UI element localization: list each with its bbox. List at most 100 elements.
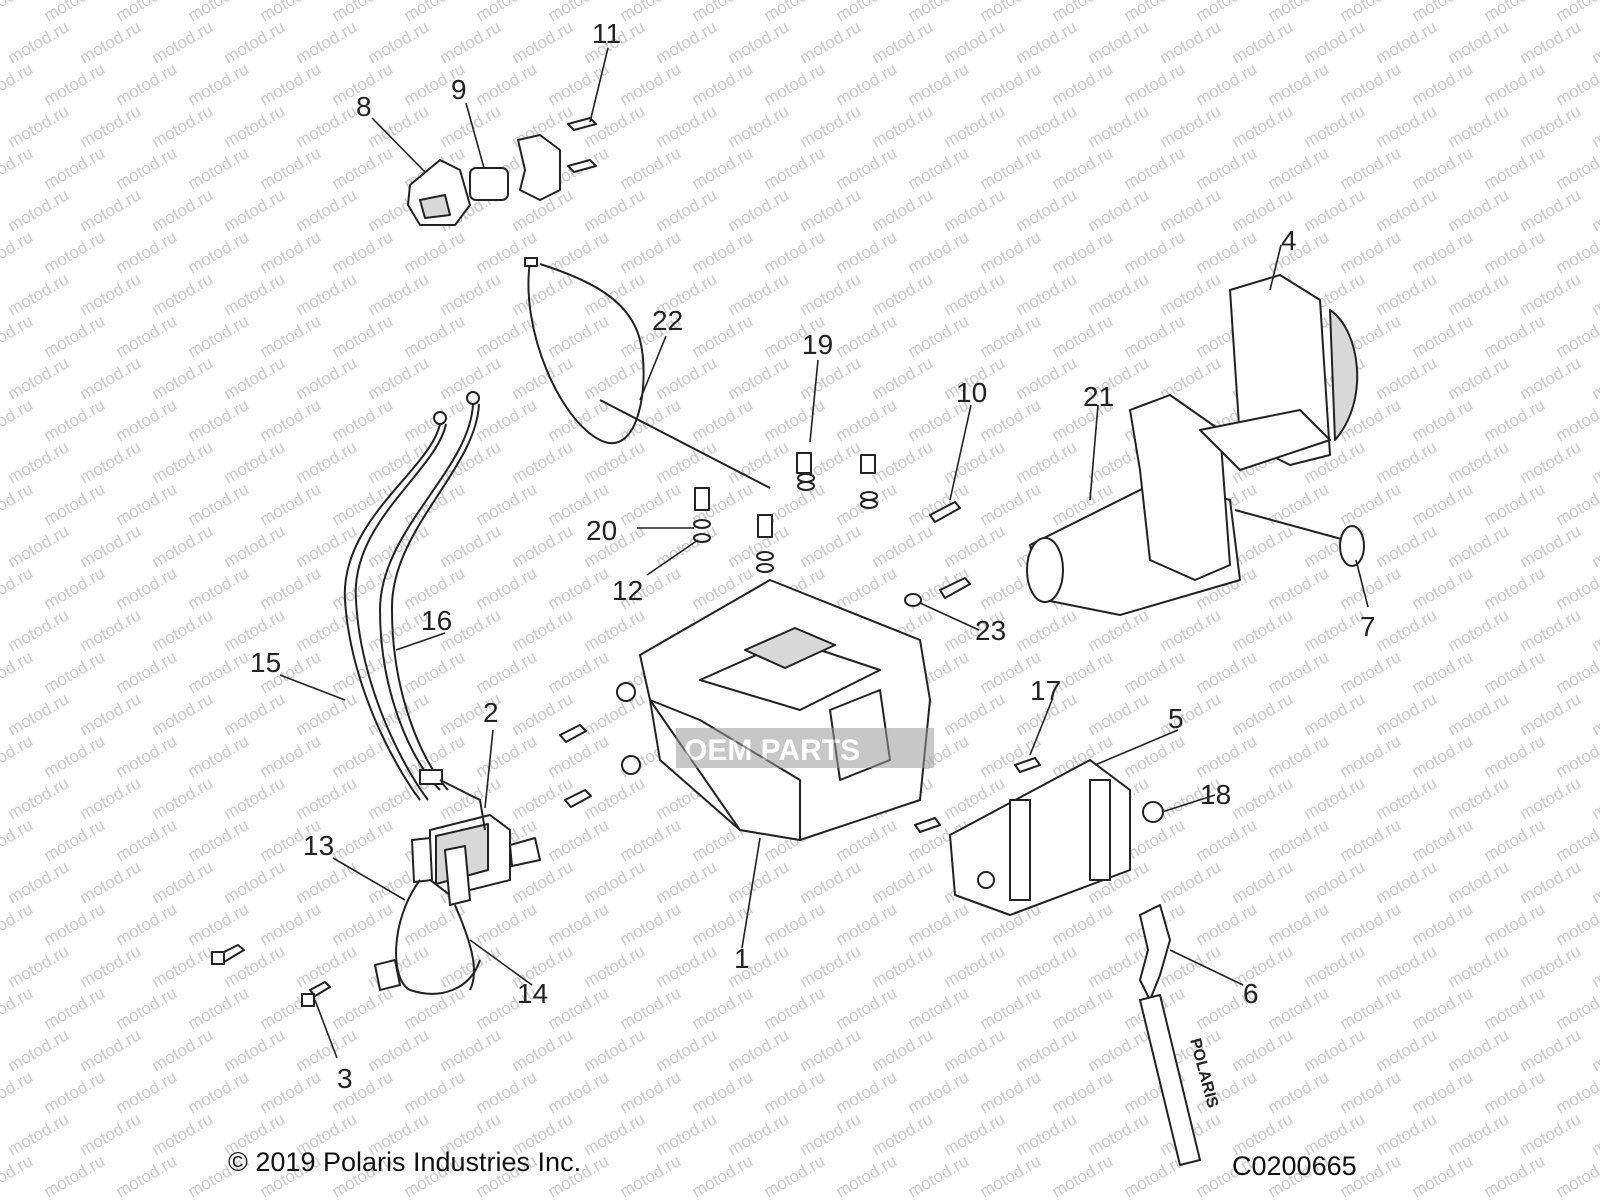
watermark-text: motod.ru [1553, 1067, 1600, 1117]
watermark-text: motod.ru [1445, 185, 1513, 235]
watermark-text: motod.ru [5, 185, 73, 235]
watermark-text: motod.ru [761, 143, 829, 193]
watermark-text: motod.ru [977, 0, 1045, 25]
watermark-text: motod.ru [329, 983, 397, 1033]
watermark-text: motod.ru [653, 101, 721, 151]
watermark-text: motod.ru [617, 227, 685, 277]
watermark-text: motod.ru [581, 689, 649, 739]
callout-9: 9 [451, 74, 467, 105]
contactor-part [374, 769, 541, 995]
callout-13: 13 [303, 830, 334, 861]
watermark-text: motod.ru [725, 101, 793, 151]
callout-20: 20 [586, 515, 617, 546]
watermark-text: motod.ru [257, 59, 325, 109]
roller-fairlead-part [949, 759, 1131, 916]
callout-labels: 1 2 3 4 5 6 7 8 9 10 11 12 13 14 15 16 1… [250, 18, 1376, 1094]
watermark-text: motod.ru [1409, 731, 1477, 781]
watermark-text: motod.ru [329, 143, 397, 193]
watermark-text: motod.ru [221, 353, 289, 403]
watermark-text: motod.ru [1445, 1025, 1513, 1075]
watermark-text: motod.ru [1445, 605, 1513, 655]
watermark-text: motod.ru [221, 437, 289, 487]
watermark-text: motod.ru [977, 731, 1045, 781]
watermark-text: motod.ru [1013, 437, 1081, 487]
watermark-text: motod.ru [1265, 647, 1333, 697]
watermark-text: motod.ru [1481, 563, 1549, 613]
watermark-text: motod.ru [41, 731, 109, 781]
watermark-text: motod.ru [1337, 563, 1405, 613]
watermark-text: motod.ru [1193, 731, 1261, 781]
watermark-text: motod.ru [1481, 59, 1549, 109]
watermark-text: motod.ru [509, 1025, 577, 1075]
watermark-text: motod.ru [437, 521, 505, 571]
watermark-text: motod.ru [653, 17, 721, 67]
watermark-text: motod.ru [725, 269, 793, 319]
watermark-text: motod.ru [1013, 185, 1081, 235]
watermark-text: motod.ru [1373, 269, 1441, 319]
watermark-text: motod.ru [221, 269, 289, 319]
watermark-text: motod.ru [545, 59, 613, 109]
watermark-text: motod.ru [41, 479, 109, 529]
watermark-text: motod.ru [1049, 227, 1117, 277]
watermark-text: motod.ru [581, 353, 649, 403]
watermark-text: motod.ru [1589, 1025, 1600, 1075]
watermark-text: motod.ru [1265, 563, 1333, 613]
watermark-text: motod.ru [329, 479, 397, 529]
watermark-text: motod.ru [113, 983, 181, 1033]
watermark-text: motod.ru [797, 185, 865, 235]
watermark-text: motod.ru [1121, 143, 1189, 193]
watermark-text: motod.ru [905, 983, 973, 1033]
watermark-text: motod.ru [0, 731, 36, 781]
watermark-text: motod.ru [1373, 689, 1441, 739]
watermark-text: motod.ru [653, 185, 721, 235]
watermark-text: motod.ru [77, 1109, 145, 1159]
watermark-text: motod.ru [1517, 437, 1585, 487]
bolts-part-3 [211, 944, 331, 1007]
watermark-text: motod.ru [1121, 0, 1189, 25]
watermark-text: motod.ru [1409, 1151, 1477, 1200]
watermark-text: motod.ru [581, 1109, 649, 1159]
watermark-text: motod.ru [617, 983, 685, 1033]
watermark-text: motod.ru [905, 479, 973, 529]
watermark-text: motod.ru [797, 1025, 865, 1075]
watermark-text: motod.ru [833, 0, 901, 25]
watermark-text: motod.ru [1373, 1025, 1441, 1075]
watermark-text: motod.ru [1265, 983, 1333, 1033]
watermark-text: motod.ru [905, 899, 973, 949]
watermark-text: motod.ru [149, 1025, 217, 1075]
watermark-text: motod.ru [1157, 689, 1225, 739]
watermark-text: motod.ru [1445, 353, 1513, 403]
watermark-text: motod.ru [1373, 1109, 1441, 1159]
watermark-text: motod.ru [437, 101, 505, 151]
watermark-text: motod.ru [1301, 17, 1369, 67]
watermark-text: motod.ru [1589, 605, 1600, 655]
watermark-text: motod.ru [617, 1067, 685, 1117]
watermark-text: motod.ru [581, 269, 649, 319]
watermark-text: motod.ru [1157, 101, 1225, 151]
watermark-text: motod.ru [149, 101, 217, 151]
watermark-text: motod.ru [797, 353, 865, 403]
watermark-text: motod.ru [1445, 101, 1513, 151]
watermark-text: motod.ru [581, 605, 649, 655]
watermark-text: motod.ru [1373, 437, 1441, 487]
watermark-text: motod.ru [473, 479, 541, 529]
watermark-text: motod.ru [365, 269, 433, 319]
watermark-text: motod.ru [1589, 437, 1600, 487]
watermark-text: motod.ru [725, 185, 793, 235]
watermark-text: motod.ru [905, 227, 973, 277]
callout-15: 15 [250, 647, 281, 678]
watermark-text: motod.ru [617, 479, 685, 529]
watermark-text: motod.ru [0, 143, 36, 193]
watermark-text: motod.ru [1157, 17, 1225, 67]
watermark-text: motod.ru [653, 857, 721, 907]
watermark-text: motod.ru [1085, 1025, 1153, 1075]
watermark-text: motod.ru [113, 479, 181, 529]
watermark-text: motod.ru [293, 437, 361, 487]
watermark-text: motod.ru [185, 143, 253, 193]
watermark-text: motod.ru [833, 59, 901, 109]
copyright-notice: © 2019 Polaris Industries Inc. [228, 1147, 582, 1177]
watermark-text: motod.ru [221, 1025, 289, 1075]
watermark-text: motod.ru [1265, 143, 1333, 193]
watermark-text: motod.ru [1193, 815, 1261, 865]
